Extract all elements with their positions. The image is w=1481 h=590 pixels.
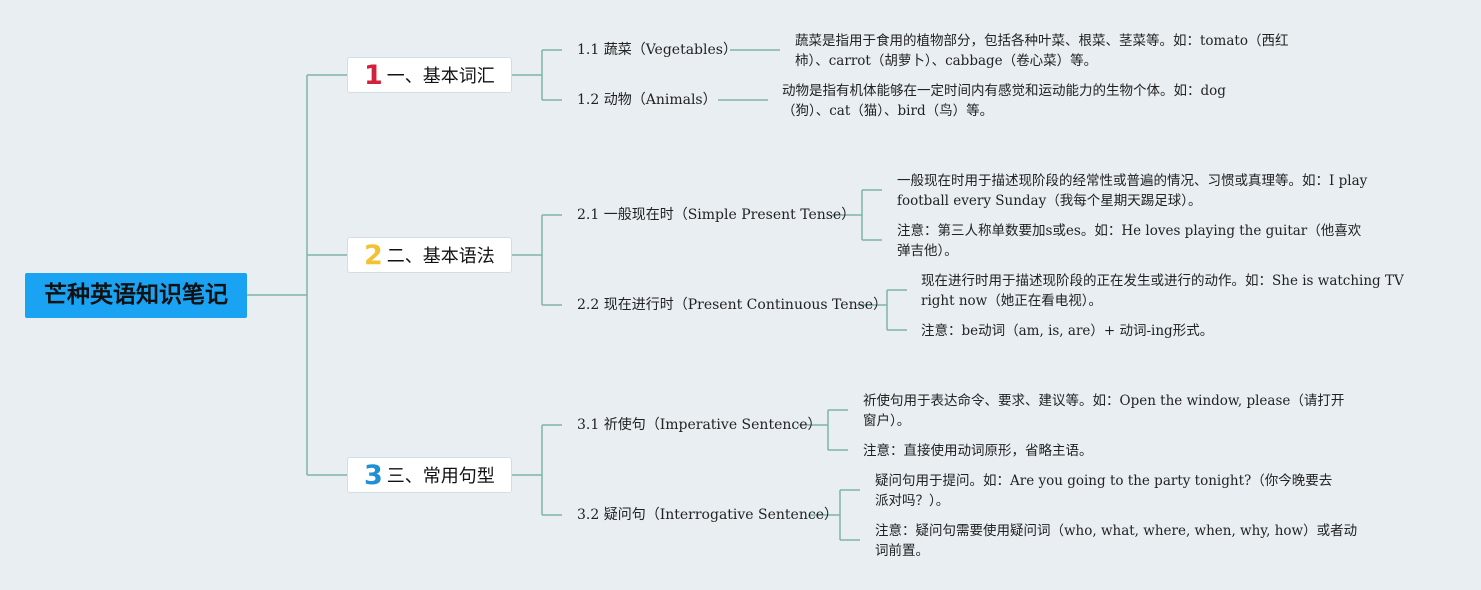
note-2-1-2[interactable]: 注意：第三人称单数要加s或es。如：He loves playing the g… [897,223,1362,259]
sec3-connector [512,424,562,516]
note-3-1-2[interactable]: 注意：直接使用动词原形，省略主语。 [863,443,1093,459]
sec1-connector [512,49,562,101]
section-1-topic[interactable]: 1 一、基本词汇 [347,57,512,93]
note-2-2-1[interactable]: 现在进行时用于描述现阶段的正在发生或进行的动作。如：She is watchin… [921,273,1404,309]
subtopic-2-1[interactable]: 2.1 一般现在时（Simple Present Tense） [577,207,856,223]
section-3-number: 3 [364,459,383,491]
section-3-topic[interactable]: 3 三、常用句型 [347,457,512,493]
subtopic-3-2[interactable]: 3.2 疑问句（Interrogative Sentence） [577,507,838,523]
note-1-2-1[interactable]: 动物是指有机体能够在一定时间内有感觉和运动能力的生物个体。如：dog（狗）、ca… [782,83,1226,119]
subtopic-3-1[interactable]: 3.1 祈使句（Imperative Sentence） [577,417,822,433]
section-2-topic[interactable]: 2 二、基本语法 [347,237,512,273]
note-2-2-2[interactable]: 注意：be动词（am, is, are）+ 动词-ing形式。 [921,323,1214,339]
section-3-title: 三、常用句型 [386,466,495,487]
subtopic-1-1[interactable]: 1.1 蔬菜（Vegetables） [577,42,737,58]
section-1-title: 一、基本词汇 [386,66,495,87]
sec2-connector [512,214,562,306]
root-topic[interactable]: 芒种英语知识笔记 [25,273,247,318]
note-1-1-1[interactable]: 蔬菜是指用于食用的植物部分，包括各种叶菜、根菜、茎菜等。如：tomato（西红柿… [795,33,1289,69]
subtopic-2-2[interactable]: 2.2 现在进行时（Present Continuous Tense） [577,297,888,313]
section-2-title: 二、基本语法 [386,246,495,267]
note-3-1-1[interactable]: 祈使句用于表达命令、要求、建议等。如：Open the window, plea… [863,393,1345,429]
sub21-connector [832,189,882,241]
sub31-connector [798,409,848,451]
sub32-connector [810,489,860,541]
note-3-2-1[interactable]: 疑问句用于提问。如：Are you going to the party ton… [875,473,1333,509]
section-2-number: 2 [364,239,383,271]
note-2-1-1[interactable]: 一般现在时用于描述现阶段的经常性或普遍的情况、习惯或真理等。如：I play f… [897,173,1368,209]
subtopic-1-2[interactable]: 1.2 动物（Animals） [577,92,717,108]
section-1-number: 1 [364,59,383,91]
sub22-connector [857,289,907,331]
note-3-2-2[interactable]: 注意：疑问句需要使用疑问词（who, what, where, when, wh… [875,523,1358,559]
